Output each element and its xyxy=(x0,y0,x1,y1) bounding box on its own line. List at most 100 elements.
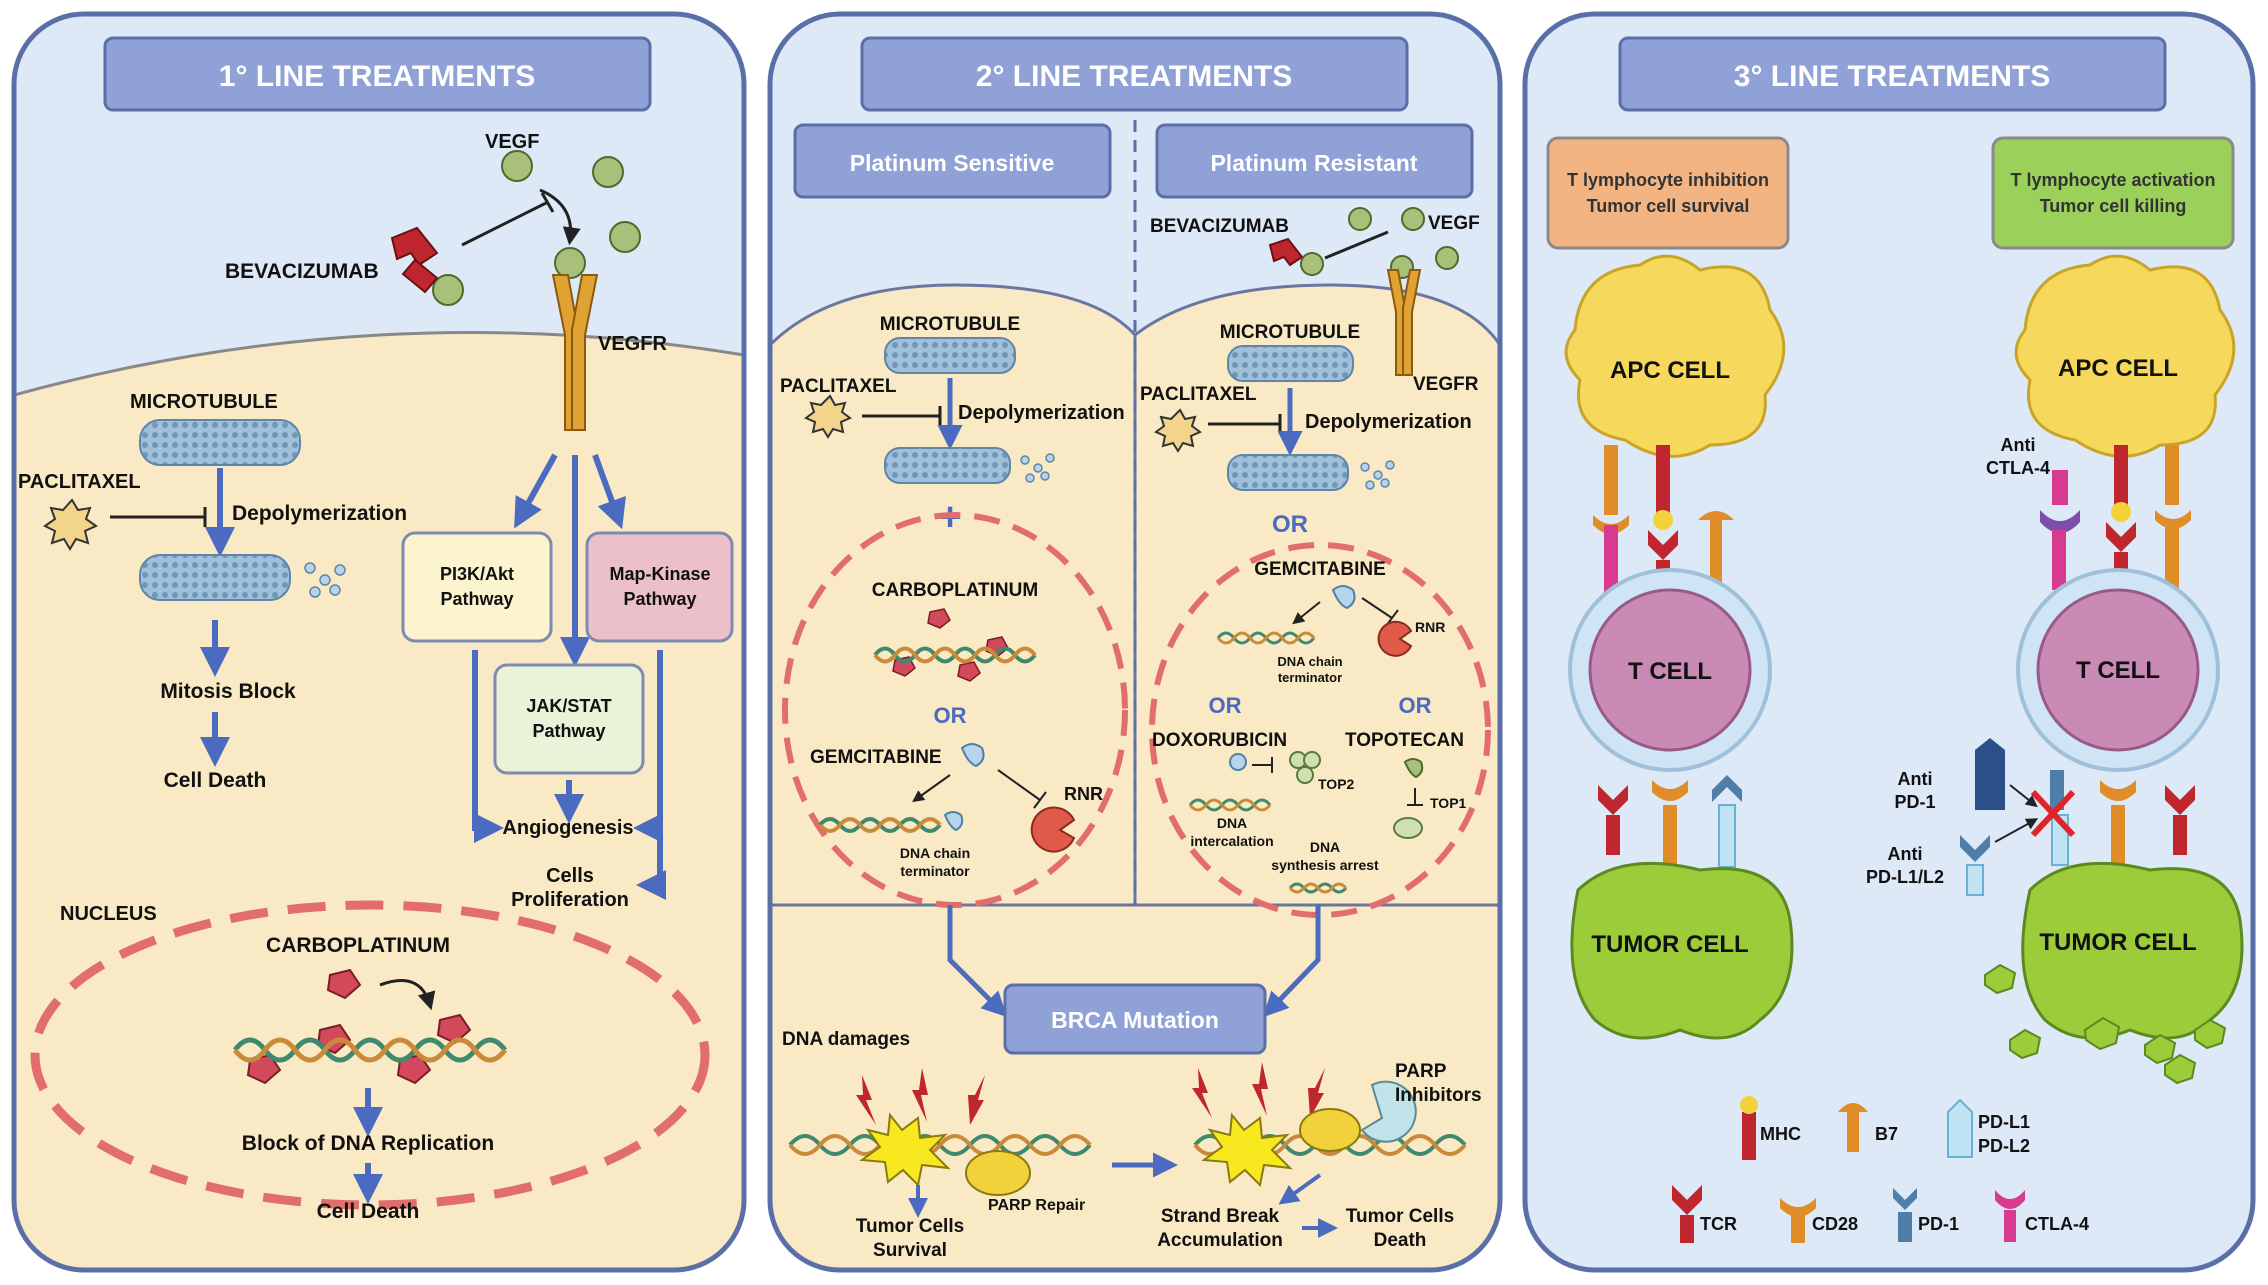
vegf-molecules xyxy=(432,150,641,306)
map-kinase-box xyxy=(585,531,734,643)
tumor-label-right: TUMOR CELL xyxy=(2039,929,2196,956)
vegfr-label: VEGFR xyxy=(598,333,667,355)
tumor-survival-line2: Survival xyxy=(873,1240,947,1261)
pr-or-label: OR xyxy=(1272,511,1308,538)
damage-burst-right xyxy=(1201,1112,1293,1188)
depolymerized-microtubule-icon xyxy=(139,554,291,601)
nucleus-label: NUCLEUS xyxy=(60,903,157,925)
tumor-death-line2: Death xyxy=(1374,1230,1427,1251)
nucleus-outline xyxy=(30,900,710,1210)
microtubule-icon xyxy=(139,419,301,466)
pr-vegfr-icon xyxy=(1386,269,1422,376)
ps-carboplatinum-icon xyxy=(892,608,1009,682)
legend-pdl2: PD-L2 xyxy=(1978,1136,2030,1156)
tcell-right xyxy=(2036,588,2200,752)
carboplatinum-icon xyxy=(246,968,472,1085)
anti-ctla4-line2: CTLA-4 xyxy=(1986,458,2050,478)
legend-mhc-icon xyxy=(1740,1096,1758,1160)
pr-paclitaxel-label: PACLITAXEL xyxy=(1140,384,1257,405)
pr-gem-dna-icon xyxy=(1216,631,1316,645)
anti-pdl-line2: PD-L1/L2 xyxy=(1866,867,1944,887)
arrest-dna-icon xyxy=(1288,882,1348,894)
panel-1: 1° LINE TREATMENTS VEGF BEVACIZUMAB VEGF… xyxy=(11,11,747,1273)
pi3k-line2: Pathway xyxy=(440,589,513,609)
cells-proliferation-line1: Cells xyxy=(546,865,594,887)
tumor-label-left: TUMOR CELL xyxy=(1591,931,1748,958)
tcell-label-right: T CELL xyxy=(2076,657,2160,684)
panel-2-header xyxy=(860,36,1409,112)
panel-3: 3° LINE TREATMENTS T lymphocyte inhibiti… xyxy=(1522,11,2256,1273)
apc-cell-right xyxy=(2014,254,2236,458)
damage-bolts-right xyxy=(1192,1062,1325,1118)
mitosis-block-label: Mitosis Block xyxy=(160,680,296,703)
inhibition-line1: T lymphocyte inhibition xyxy=(1567,170,1769,190)
anti-pdl-line1: Anti xyxy=(1888,844,1923,864)
jak-stat-box xyxy=(493,663,645,775)
panel-1-title: 1° LINE TREATMENTS xyxy=(219,60,535,93)
pr-gemcitabine-label: GEMCITABINE xyxy=(1254,559,1386,580)
nucleus-cell-death-label: Cell Death xyxy=(317,1200,420,1223)
ps-depolymerization-label: Depolymerization xyxy=(958,402,1125,424)
microtubule-label: MICROTUBULE xyxy=(130,391,278,413)
left-lower-receptors xyxy=(1598,775,1742,868)
bevacizumab-inhibit-line xyxy=(461,200,549,247)
right-upper-receptors xyxy=(2040,445,2191,592)
depolymerization-label: Depolymerization xyxy=(232,502,407,525)
paclitaxel-label: PACLITAXEL xyxy=(18,471,141,493)
ps-rnr-label: RNR xyxy=(1064,784,1103,804)
tumor-fragments xyxy=(1984,963,2227,1085)
dna-intercalation-line1: DNA xyxy=(1217,815,1247,831)
top1-enzyme-icon xyxy=(1393,817,1423,839)
mapk-line1: Map-Kinase xyxy=(609,564,710,584)
anti-pd1-icon xyxy=(1975,738,2005,810)
pr-or-right: OR xyxy=(1399,693,1432,718)
ps-rnr-icon xyxy=(1030,806,1076,853)
pr-nucleus-outline xyxy=(1149,542,1491,918)
pr-microtubule-icon xyxy=(1227,345,1354,382)
strand-break-line2: Accumulation xyxy=(1157,1230,1283,1251)
ps-microtubule-icon xyxy=(884,337,1016,374)
activation-line1: T lymphocyte activation xyxy=(2010,170,2215,190)
dna-synthesis-line2: synthesis arrest xyxy=(1271,857,1379,873)
pr-or-left: OR xyxy=(1209,693,1242,718)
vegf-binding-arrow xyxy=(539,188,581,246)
brca-mutation-label: BRCA Mutation xyxy=(1051,1007,1219,1033)
inhibition-box xyxy=(1546,136,1790,250)
parp-inhibitor-icon xyxy=(1360,1080,1417,1143)
legend-pd1: PD-1 xyxy=(1918,1214,1959,1234)
damage-dna-left xyxy=(788,1134,1092,1156)
ps-paclitaxel-icon xyxy=(804,394,852,439)
ps-microtubule-label: MICROTUBULE xyxy=(880,314,1020,335)
legend-tcr: TCR xyxy=(1700,1214,1737,1234)
legend-tcr-icon xyxy=(1672,1185,1702,1243)
legend-cd28-icon xyxy=(1780,1198,1816,1243)
ps-gem-dna-icon xyxy=(818,817,942,833)
pr-dna-chain-line2: terminator xyxy=(1278,670,1342,685)
platinum-resistant-cell xyxy=(1133,283,1500,907)
panel-2-border xyxy=(767,11,1503,1273)
tumor-death-line1: Tumor Cells xyxy=(1346,1206,1454,1227)
cells-proliferation-line2: Proliferation xyxy=(511,889,629,911)
ps-carboplatinum-label: CARBOPLATINUM xyxy=(872,580,1038,601)
ps-dna-chain-line2: terminator xyxy=(900,863,970,879)
brca-mutation-box xyxy=(1003,983,1267,1055)
activation-line2: Tumor cell killing xyxy=(2040,196,2187,216)
block-dna-replication-label: Block of DNA Replication xyxy=(242,1132,494,1155)
anti-pd1-line2: PD-1 xyxy=(1894,792,1935,812)
legend-pdl-icon xyxy=(1947,1098,1973,1158)
ps-gemcitabine-icon xyxy=(960,743,985,768)
dna-damages-label: DNA damages xyxy=(782,1029,910,1050)
jak-line2: Pathway xyxy=(532,721,605,741)
pr-microtubule-label: MICROTUBULE xyxy=(1220,322,1360,343)
anti-ctla4-line1: Anti xyxy=(2001,435,2036,455)
ps-dna-helix-icon xyxy=(873,646,1037,664)
legend-ctla4: CTLA-4 xyxy=(2025,1214,2089,1234)
topotecan-icon xyxy=(1403,758,1424,779)
pr-rnr-icon xyxy=(1377,620,1413,657)
pr-depolymerized-icon xyxy=(1227,454,1349,491)
pr-gemcitabine-icon xyxy=(1331,585,1356,610)
bevacizumab-label: BEVACIZUMAB xyxy=(225,260,379,283)
jak-line1: JAK/STAT xyxy=(526,696,611,716)
platinum-resistant-label: Platinum Resistant xyxy=(1210,150,1417,176)
legend-cd28: CD28 xyxy=(1812,1214,1858,1234)
